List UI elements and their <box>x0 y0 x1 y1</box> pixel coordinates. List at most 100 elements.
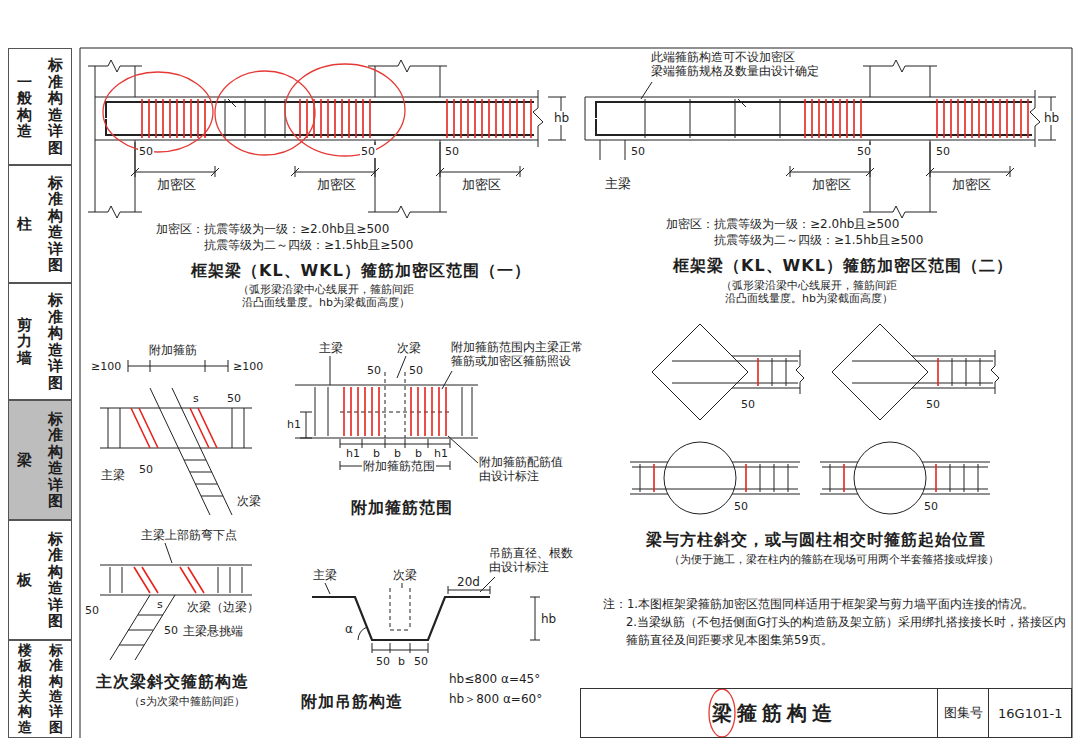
annotation-label: 加密区 <box>316 177 357 193</box>
annotation-label: 50 <box>740 398 756 411</box>
column-outline <box>95 66 440 212</box>
dimension-line <box>786 97 1056 177</box>
annotation-label: 加密区 <box>156 177 197 193</box>
annotation-label: 50 <box>163 624 179 637</box>
annotation-label: 加密区 <box>951 177 992 193</box>
red-pen-mark <box>103 72 213 152</box>
annotation-label: s <box>156 598 164 611</box>
longitudinal-rebar <box>632 361 993 489</box>
annotation-label: 50 <box>375 655 391 668</box>
annotation-label: hb <box>1043 111 1060 125</box>
annotation-label: （为便于施工，梁在柱内的箍筋在现场可用两个半套箍搭接或焊接） <box>668 553 1000 566</box>
annotation-label: hb <box>540 612 557 626</box>
annotation-label: h1 <box>345 447 361 460</box>
tab-text: 标准构造详图 <box>48 57 63 156</box>
annotation-label: 次梁（边梁） <box>186 600 260 614</box>
dimension-line <box>131 97 566 177</box>
annotation-label: 20d <box>456 575 481 589</box>
annotation-label: 附加箍筋范围 <box>362 459 436 473</box>
title-cell: 16G101-1 <box>989 689 1071 737</box>
annotation-label: （弧形梁沿梁中心线展开，箍筋间距 沿凸面线量度。hb为梁截面高度） <box>688 279 930 305</box>
break-line <box>863 60 1040 218</box>
annotation-label: 次梁 <box>236 494 262 508</box>
notes-block: 注：1.本图框架梁箍筋加密区范围同样适用于框架梁与剪力墙平面内连接的情况。2.当… <box>603 596 1068 649</box>
leader-line <box>641 82 652 99</box>
title-block: 梁箍筋构造 图集号 16G101-1 <box>580 688 1072 738</box>
tab-text: 剪力墙 <box>17 317 32 367</box>
figure-title: 框架梁（KL、WKL）箍筋加密区范围（一） <box>190 261 532 280</box>
tab-text: 标准构造详图 <box>48 411 63 510</box>
break-line <box>88 60 543 218</box>
annotation-label: 50 <box>360 145 376 158</box>
annotation-label: 主梁 <box>312 568 338 582</box>
additional-stirrup <box>131 408 217 448</box>
tab-text: 标准构造详图 <box>49 643 63 735</box>
annotation-label: 50 <box>935 145 951 158</box>
annotation-label: 50 <box>138 145 154 158</box>
annotation-label: 次梁 <box>392 568 418 582</box>
page-frame <box>80 48 1072 738</box>
annotation-label: （s为次梁中箍筋间距） <box>128 695 246 708</box>
dimension-line <box>358 586 540 653</box>
annotation-label: 附加箍筋 <box>148 343 198 357</box>
beam-outline <box>95 97 538 140</box>
annotation-label: hb≤800 α=45° <box>448 672 541 686</box>
annotation-label: 50 <box>84 604 100 617</box>
figure-title: 框架梁（KL、WKL）箍筋加密区范围（二） <box>672 256 1014 275</box>
tab-text: 板 <box>17 572 32 589</box>
annotation-label: hb <box>553 111 570 125</box>
note-text: 注：1.本图框架梁箍筋加密区范围同样适用于框架梁与剪力墙平面内连接的情况。 <box>603 596 1068 614</box>
red-pen-mark <box>215 71 315 155</box>
annotation-label: 50 <box>226 392 242 405</box>
title-text: 梁箍筋构造 <box>712 700 837 727</box>
annotation-label: 吊筋直径、根数 由设计标注 <box>488 546 590 575</box>
title-text: 16G101-1 <box>998 706 1062 721</box>
beam-outline <box>295 385 478 438</box>
annotation-label: 50 <box>856 145 872 158</box>
figure-title: 附加箍筋范围 <box>350 498 454 517</box>
column-outline <box>600 66 930 212</box>
annotation-label: 主梁 <box>318 341 344 355</box>
sidebar-tab: 柱 标准构造详图 <box>8 165 72 283</box>
annotation-label: 50 <box>444 145 460 158</box>
annotation-label: （弧形梁沿梁中心线展开，箍筋间距 沿凸面线量度。hb为梁截面高度） <box>205 283 447 309</box>
sidebar-tab: 楼板相关构造 标准构造详图 <box>8 640 72 738</box>
annotation-label: hb＞800 α=60° <box>448 692 543 706</box>
tab-text: 标准构造详图 <box>48 531 63 630</box>
annotation-label: 加密区：抗震等级为一级：≥2.0hb且≥500 <box>665 217 900 231</box>
annotation-label: 加密区：抗震等级为一级：≥2.0hb且≥500 <box>155 222 390 236</box>
annotation-label: s <box>192 392 200 405</box>
annotation-label: 50 <box>138 463 154 476</box>
leader-line <box>165 543 172 563</box>
dense-stirrup <box>142 99 531 138</box>
tab-text: 楼板相关构造 <box>18 643 32 735</box>
annotation-label: 50 <box>925 398 941 411</box>
tab-text: 标准构造详图 <box>48 175 63 274</box>
column-outline <box>652 324 928 420</box>
figure-title: 梁与方柱斜交，或与圆柱相交时箍筋起始位置 <box>645 530 987 549</box>
tab-text: 标准构造详图 <box>48 292 63 391</box>
tab-text: 一般构造 <box>17 74 32 140</box>
annotation-label: ≥100 <box>232 360 264 373</box>
annotation-label: h1 <box>286 418 302 431</box>
beam-outline <box>585 97 1035 140</box>
annotation-label: 抗震等级为二～四级：≥1.5hb且≥500 <box>203 238 414 252</box>
beam-outline <box>630 350 999 494</box>
annotation-label: 主梁 <box>604 176 632 192</box>
annotation-label: 50 <box>630 145 646 158</box>
annotation-label: 50 <box>413 655 429 668</box>
stirrup <box>645 99 780 138</box>
annotation-label: α <box>344 622 354 636</box>
oblique-stirrup <box>134 567 204 593</box>
tab-text: 柱 <box>17 216 32 233</box>
note-text: 2.当梁纵筋（不包括侧面G打头的构造筋及架立筋）采用绑扎搭接接长时，搭接区内箍筋… <box>603 614 1068 650</box>
title-text: 图集号 <box>944 704 983 722</box>
annotation-label: 50 <box>408 364 424 377</box>
secondary-beam-hidden <box>340 372 450 438</box>
sidebar-tab: 剪力墙 标准构造详图 <box>8 283 72 400</box>
annotation-label: 50 <box>366 364 382 377</box>
annotation-label: b <box>397 655 406 668</box>
sidebar-tab: 一般构造 标准构造详图 <box>8 48 72 165</box>
sidebar-tab: 梁标准构造详图 <box>8 400 72 520</box>
title-cell: 图集号 <box>938 689 990 737</box>
